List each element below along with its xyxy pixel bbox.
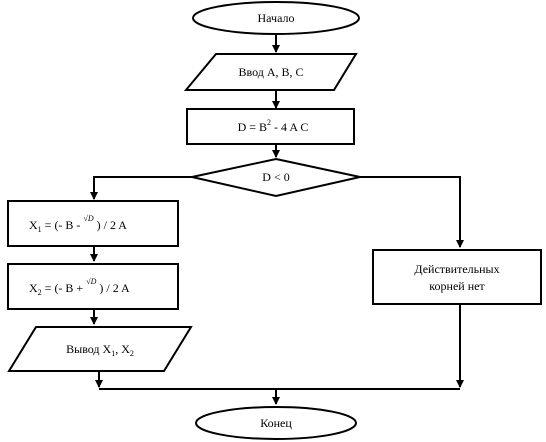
root1-block: X1 = (- B - √D ) / 2 A bbox=[7, 200, 179, 247]
output-label: Вывод X1, X2 bbox=[66, 342, 134, 358]
arrow-decision-no bbox=[360, 176, 464, 248]
end-label: Конец bbox=[260, 416, 292, 430]
connectors bbox=[90, 34, 464, 405]
no-roots-line2: корней нет bbox=[429, 279, 485, 293]
start-label: Начало bbox=[258, 11, 295, 25]
root2-block: X2 = (- B + √D ) / 2 A bbox=[7, 263, 179, 310]
no-roots-block: Действительных корней нет bbox=[372, 249, 542, 305]
arrow-decision-yes bbox=[90, 176, 192, 200]
decision-label: D < 0 bbox=[262, 170, 289, 184]
start-terminator: Начало bbox=[192, 1, 360, 35]
end-terminator: Конец bbox=[195, 406, 357, 440]
root1-formula: X1 = (- B - √D ) / 2 A bbox=[29, 214, 127, 234]
no-roots-line1: Действительных bbox=[414, 262, 499, 276]
discriminant-block: D = B2 - 4 A C bbox=[186, 108, 355, 145]
input-label: Ввод A, B, C bbox=[238, 65, 303, 79]
output-block: Вывод X1, X2 bbox=[7, 326, 193, 372]
discriminant-formula: D = B2 - 4 A C bbox=[238, 118, 309, 134]
input-block: Ввод A, B, C bbox=[183, 53, 358, 91]
decision-block: D < 0 bbox=[191, 157, 361, 198]
root2-formula: X2 = (- B + √D ) / 2 A bbox=[29, 277, 130, 297]
